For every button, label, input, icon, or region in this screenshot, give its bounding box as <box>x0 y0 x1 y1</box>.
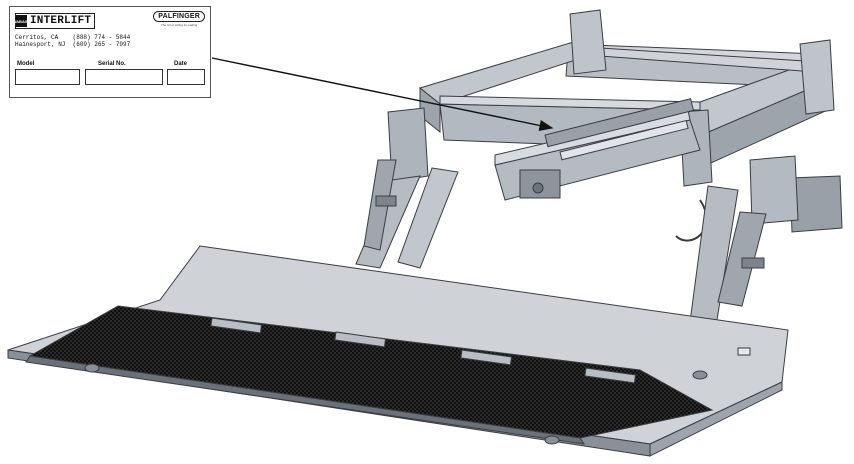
date-field <box>167 69 205 85</box>
location-city: Cerritos, CA <box>15 34 59 41</box>
left-cylinder-clamp <box>375 195 397 207</box>
serial-label: Serial No. <box>98 61 126 67</box>
pump-motor <box>749 155 799 225</box>
date-label: Date <box>174 61 188 67</box>
power-unit <box>675 155 843 242</box>
location-line: Cerritos, CA (888) 774 - 5844 <box>15 34 130 41</box>
location-phone: (888) 774 - 5844 <box>72 34 131 41</box>
valve-fitting <box>532 182 544 194</box>
model-field <box>15 69 80 85</box>
cylinder-rod <box>559 119 689 161</box>
serial-number-plate: WABASH INTERLIFT PALFINGER The Art of Li… <box>9 6 211 98</box>
pump-housing <box>789 175 843 233</box>
partner-tagline: The Art of Lifting & Loading <box>161 23 198 27</box>
platform <box>7 245 789 457</box>
location-phone: (609) 265 - 7997 <box>72 41 131 48</box>
front-cross-beam-top <box>439 95 701 111</box>
platform-right-edge <box>649 381 783 457</box>
control-switch <box>692 370 708 380</box>
platform-grip-surface <box>28 305 714 439</box>
left-mount-bracket <box>569 9 607 75</box>
platform-flip-hinge <box>25 355 586 445</box>
partner-name: PALFINGER <box>153 11 205 22</box>
location-city: Hainesport, NJ <box>15 41 66 48</box>
roll-stop <box>544 435 560 445</box>
serial-field <box>85 69 163 85</box>
model-label: Model <box>17 61 35 67</box>
left-pivot-plate <box>387 107 429 183</box>
brand-name: INTERLIFT <box>30 15 92 27</box>
location-line: Hainesport, NJ (609) 265 - 7997 <box>15 41 130 48</box>
deck-cover-plate <box>460 349 513 366</box>
deck-cover-plate <box>334 331 387 348</box>
brand-logo: WABASH INTERLIFT <box>13 13 96 29</box>
brand-mark: WABASH <box>13 15 30 27</box>
roll-stop <box>84 363 100 373</box>
left-upper-arm-side <box>419 86 441 134</box>
deck-cover-plate <box>210 317 263 334</box>
partner-logo: PALFINGER The Art of Lifting & Loading <box>153 11 205 27</box>
hydraulic-cylinder-assembly <box>494 98 701 201</box>
right-cylinder-clamp <box>741 257 765 269</box>
right-mount-bracket <box>799 39 835 115</box>
deck-cover-plate <box>584 367 637 384</box>
warning-label <box>737 347 751 356</box>
cylinder-barrel <box>544 98 695 148</box>
lift-arms <box>355 159 767 327</box>
left-inner-arm <box>397 167 459 269</box>
serial-plate-leader-arrow <box>211 57 554 131</box>
